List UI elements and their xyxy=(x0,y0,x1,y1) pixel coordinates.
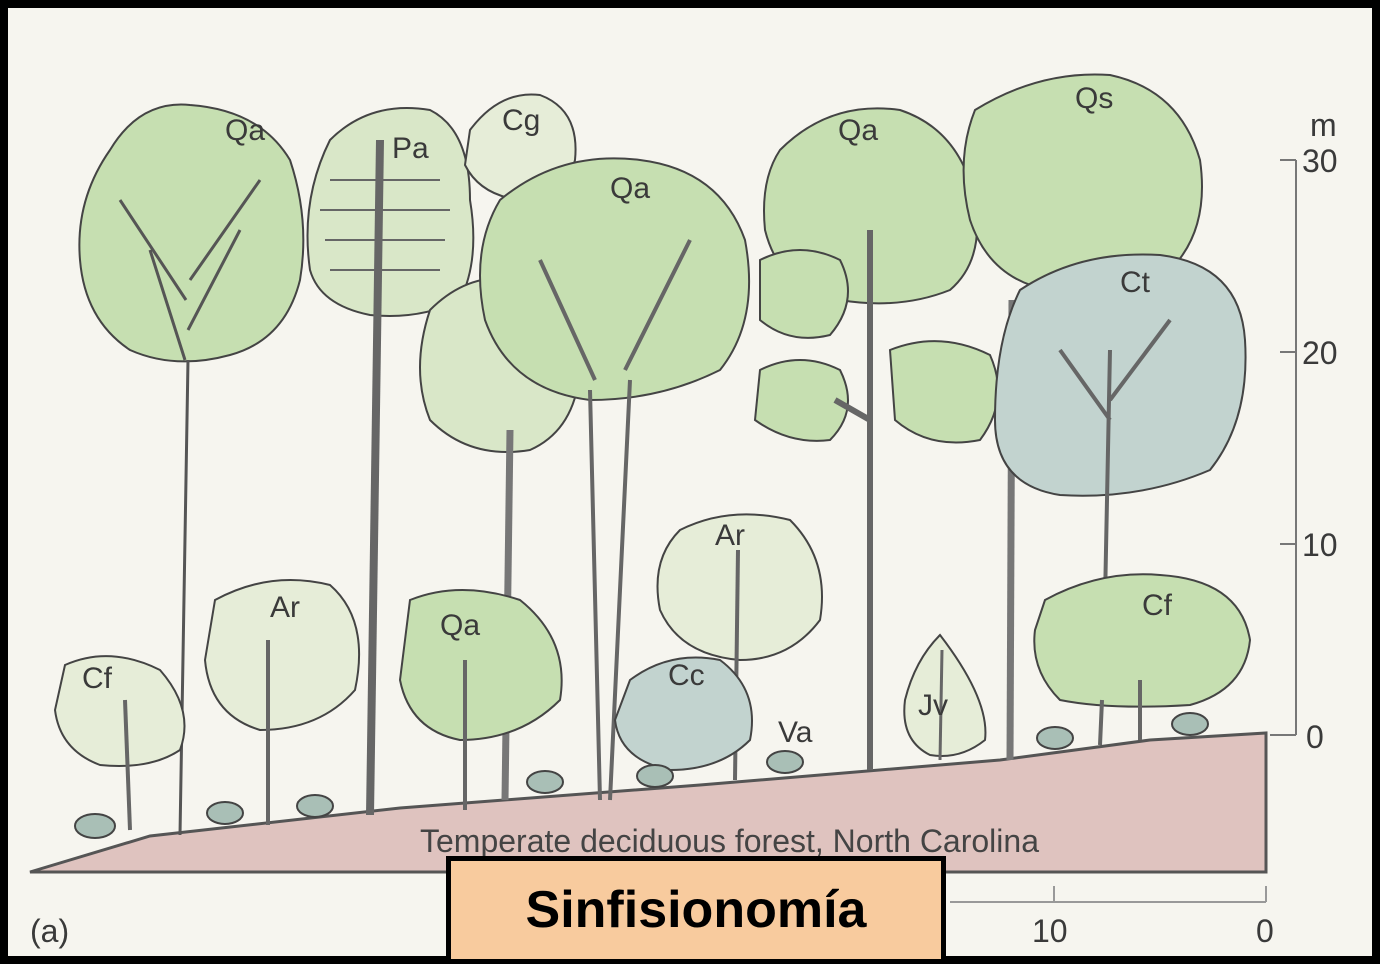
label-ar-2: Ar xyxy=(270,591,300,624)
height-tick-20: 20 xyxy=(1302,335,1338,371)
label-qa-4: Qa xyxy=(440,609,480,642)
label-cc: Cc xyxy=(668,659,705,692)
title-box: Sinfisionomía xyxy=(446,856,946,964)
distance-tick-10: 10 xyxy=(1032,913,1068,949)
label-ar-1: Ar xyxy=(715,519,745,552)
height-axis-unit: m xyxy=(1310,107,1337,143)
caption: Temperate deciduous forest, North Caroli… xyxy=(420,823,1039,859)
label-va: Va xyxy=(778,716,813,749)
label-qa-3: Qa xyxy=(838,114,878,147)
height-tick-0: 0 xyxy=(1306,719,1324,755)
title-text: Sinfisionomía xyxy=(526,880,867,940)
label-pa: Pa xyxy=(392,132,429,165)
height-tick-30: 30 xyxy=(1302,143,1338,179)
label-cf-2: Cf xyxy=(82,662,113,695)
label-ct: Ct xyxy=(1120,266,1151,299)
label-qs: Qs xyxy=(1075,82,1113,115)
label-qa-1: Qa xyxy=(225,114,265,147)
label-cg: Cg xyxy=(502,104,540,137)
height-tick-10: 10 xyxy=(1302,527,1338,563)
label-jv: Jv xyxy=(918,689,948,722)
label-cf-1: Cf xyxy=(1142,589,1173,622)
distance-tick-0: 0 xyxy=(1256,913,1274,949)
label-qa-2: Qa xyxy=(610,172,650,205)
panel-label: (a) xyxy=(30,913,69,949)
